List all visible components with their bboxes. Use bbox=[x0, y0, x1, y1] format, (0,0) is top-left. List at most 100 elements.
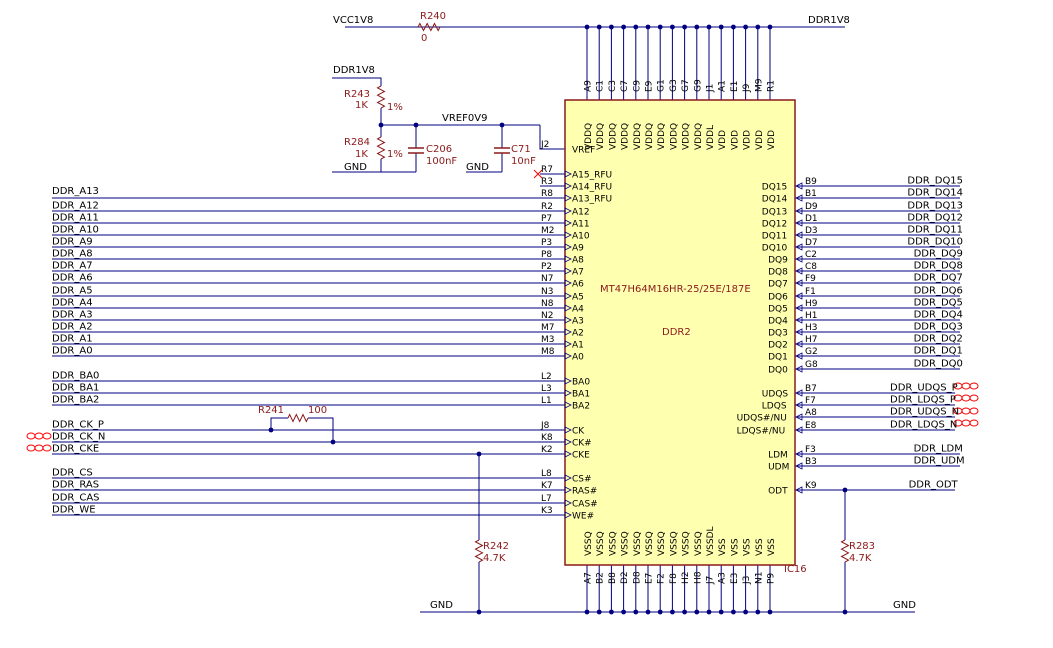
right-pin-arrow bbox=[795, 413, 803, 421]
right-pin-number: C2 bbox=[805, 250, 817, 260]
left-pin-name: VREF bbox=[572, 146, 595, 156]
right-net-label: DDR_DQ5 bbox=[914, 298, 963, 309]
left-net-label: DDR_A11 bbox=[52, 213, 99, 224]
left-pin-arrow bbox=[564, 267, 572, 275]
vref-junction-3 bbox=[499, 122, 505, 128]
right-pin-number: F3 bbox=[805, 445, 816, 455]
top-pin-number: C9 bbox=[632, 80, 642, 92]
left-pin-number: M7 bbox=[541, 323, 555, 333]
r240-symbol bbox=[417, 22, 441, 32]
left-pin-arrow bbox=[564, 182, 572, 190]
right-pin-name: UDQS bbox=[762, 390, 789, 400]
left-pin-number: N3 bbox=[541, 287, 553, 297]
right-pin-name: DQ5 bbox=[768, 305, 788, 315]
top-pin-name: VDD bbox=[743, 130, 753, 150]
left-pin-number: L7 bbox=[541, 494, 552, 504]
left-pin-arrow bbox=[564, 401, 572, 409]
left-pin-arrow bbox=[564, 340, 572, 348]
right-pin-arrow bbox=[795, 219, 803, 227]
net-vref: VREF0V9 bbox=[442, 113, 487, 124]
r242-gnd-junction bbox=[476, 609, 482, 615]
right-pin-arrow bbox=[795, 316, 803, 324]
diffpair-flag-udqs-n-loop bbox=[961, 407, 971, 415]
right-pin-arrow bbox=[795, 486, 803, 494]
r242-ref: R242 bbox=[483, 541, 509, 552]
bottom-pin-number: P9 bbox=[767, 573, 777, 584]
r283-value: 4.7K bbox=[849, 553, 872, 564]
bottom-pin-name: VSSQ bbox=[694, 531, 704, 556]
left-net-label: DDR_A4 bbox=[52, 298, 93, 309]
diffpair-flag-cke bbox=[26, 444, 52, 452]
right-pin-number: B3 bbox=[805, 457, 817, 467]
r242-symbol bbox=[474, 539, 484, 563]
right-pin-number: H3 bbox=[805, 323, 818, 333]
bottom-pin-number: B8 bbox=[608, 572, 618, 584]
r284-symbol bbox=[376, 136, 386, 160]
diffpair-flag-cke-loop bbox=[34, 444, 44, 452]
left-net-label: DDR_A9 bbox=[52, 237, 93, 248]
right-net-label: DDR_LDQS_P bbox=[890, 395, 956, 406]
right-pin-arrow bbox=[795, 207, 803, 215]
left-pin-number: P2 bbox=[541, 262, 552, 272]
ic-type: DDR2 bbox=[662, 327, 691, 338]
left-pin-number: N7 bbox=[541, 274, 553, 284]
right-net-label: DDR_UDQS_N bbox=[890, 407, 959, 418]
bottom-pin-name: VSSQ bbox=[657, 531, 667, 556]
left-pin-arrow bbox=[564, 316, 572, 324]
top-pin-name: VDDQ bbox=[645, 123, 655, 150]
gnd-label-bottom-left: GND bbox=[430, 600, 453, 611]
right-pin-arrow bbox=[795, 450, 803, 458]
left-pin-arrow bbox=[564, 486, 572, 494]
left-pin-number: R3 bbox=[541, 177, 553, 187]
bottom-pin-number: D2 bbox=[620, 571, 630, 584]
top-pin-number: A1 bbox=[718, 80, 728, 92]
net-vcc1v8: VCC1V8 bbox=[333, 15, 373, 26]
right-pin-name: DQ12 bbox=[762, 220, 787, 230]
right-pin-number: E8 bbox=[805, 421, 817, 431]
top-pin-junction bbox=[767, 24, 773, 30]
left-pin-number: R7 bbox=[541, 165, 553, 175]
right-pin-arrow bbox=[795, 340, 803, 348]
diffpair-flag-ldqs-n-loop bbox=[969, 419, 979, 427]
right-pin-number: B9 bbox=[805, 177, 817, 187]
right-net-label: DDR_DQ10 bbox=[907, 237, 963, 248]
left-pin-number: L8 bbox=[541, 469, 552, 479]
left-pin-name: CS# bbox=[572, 475, 592, 485]
left-pin-name: A5 bbox=[572, 293, 584, 303]
bottom-pin-number: H2 bbox=[681, 572, 691, 585]
right-pin-arrow bbox=[795, 243, 803, 251]
top-pin-name: VDDQ bbox=[584, 123, 594, 150]
top-pin-name: VDDQ bbox=[669, 123, 679, 150]
bottom-pin-name: VSSQ bbox=[633, 531, 643, 556]
left-pin-name: A0 bbox=[572, 353, 584, 363]
top-pin-name: VDD bbox=[767, 130, 777, 150]
right-net-label: DDR_DQ14 bbox=[907, 188, 963, 199]
left-pin-name: A6 bbox=[572, 280, 584, 290]
top-pin-junction bbox=[596, 24, 602, 30]
diffpair-flag-udqs-n bbox=[953, 407, 979, 415]
left-pin-number: L1 bbox=[541, 396, 552, 406]
top-pin-junction bbox=[609, 24, 614, 30]
r240-ref: R240 bbox=[420, 11, 446, 22]
bottom-pin-number: F2 bbox=[657, 573, 667, 584]
left-pin-name: A3 bbox=[572, 317, 584, 327]
top-pin-number: E1 bbox=[730, 81, 740, 92]
left-net-label: DDR_CAS bbox=[52, 493, 100, 504]
left-pin-arrow bbox=[564, 511, 572, 519]
top-pin-name: VDDQ bbox=[633, 123, 643, 150]
bottom-pin-junction bbox=[621, 609, 626, 615]
left-pin-name: A4 bbox=[572, 305, 584, 315]
top-pin-name: VDD bbox=[718, 130, 728, 150]
right-pin-name: UDM bbox=[768, 463, 789, 473]
r283-ref: R283 bbox=[849, 541, 875, 552]
left-net-label: DDR_A5 bbox=[52, 286, 93, 297]
right-net-label: DDR_UDQS_P bbox=[890, 383, 958, 394]
right-net-label: DDR_DQ8 bbox=[914, 261, 963, 272]
right-net-label: DDR_DQ3 bbox=[914, 322, 963, 333]
right-pin-arrow bbox=[795, 352, 803, 360]
bottom-pin-junction bbox=[743, 609, 748, 615]
bottom-pin-junction bbox=[584, 609, 590, 615]
right-net-label: DDR_DQ0 bbox=[914, 359, 963, 370]
left-net-label: DDR_RAS bbox=[52, 480, 99, 491]
